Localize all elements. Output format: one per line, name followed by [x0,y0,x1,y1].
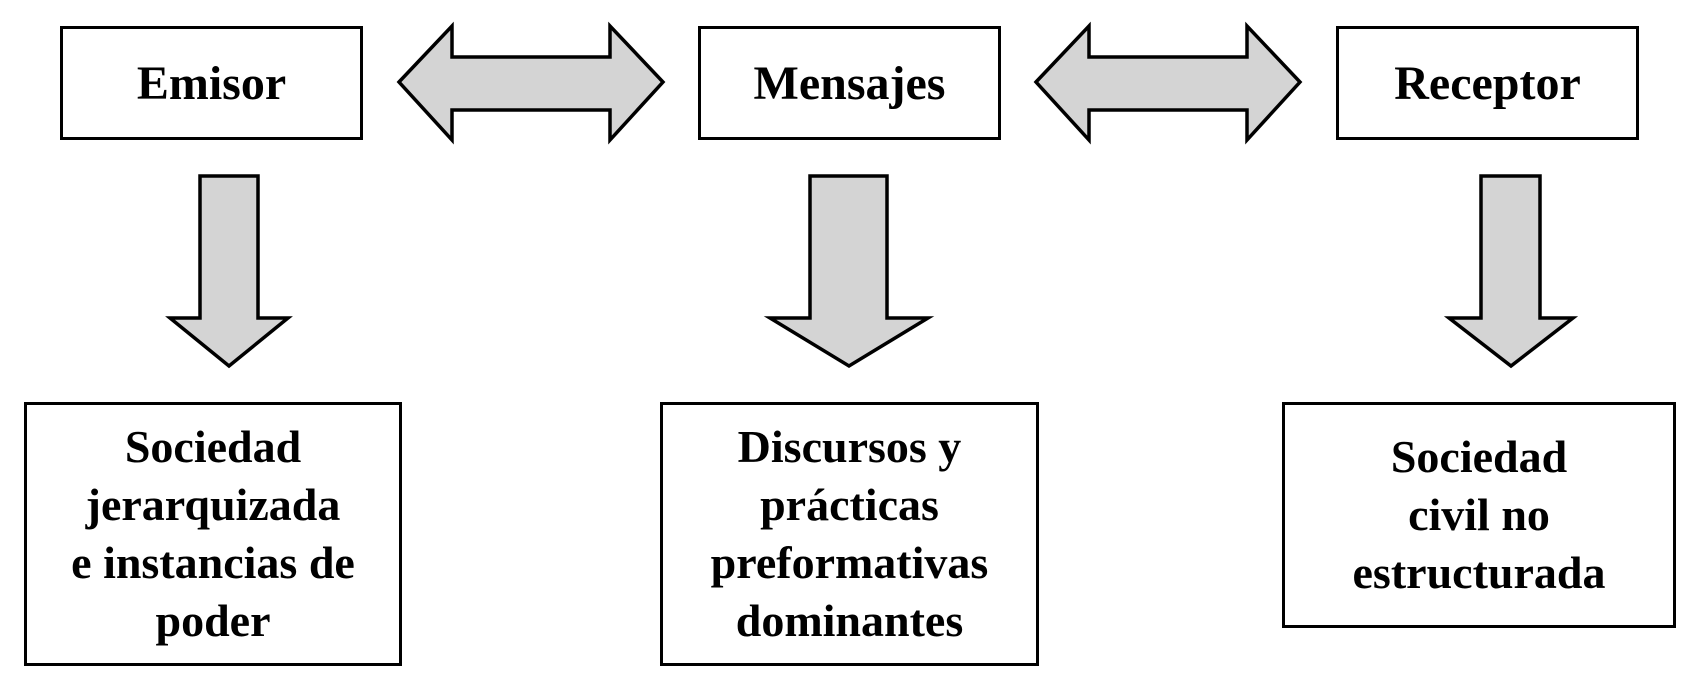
emisor-box: Emisor [60,26,363,140]
receptor-label: Receptor [1394,56,1581,110]
mensajes-box: Mensajes [698,26,1001,140]
emisor-label: Emisor [136,56,287,110]
emisor-description-box: Sociedad jerarquizada e instancias de po… [24,402,402,666]
double-arrow-emisor-mensajes [396,21,666,145]
receptor-description-box: Sociedad civil no estructurada [1282,402,1676,628]
mensajes-description: Discursos y prácticas preformativas domi… [710,421,989,646]
mensajes-label: Mensajes [753,56,946,110]
emisor-description: Sociedad jerarquizada e instancias de po… [71,421,355,646]
down-arrow-receptor [1443,174,1579,369]
receptor-description: Sociedad civil no estructurada [1352,431,1606,598]
receptor-box: Receptor [1336,26,1639,140]
down-arrow-emisor [165,174,293,369]
double-arrow-mensajes-receptor [1033,21,1303,145]
down-arrow-mensajes [763,174,935,369]
mensajes-description-box: Discursos y prácticas preformativas domi… [660,402,1039,666]
